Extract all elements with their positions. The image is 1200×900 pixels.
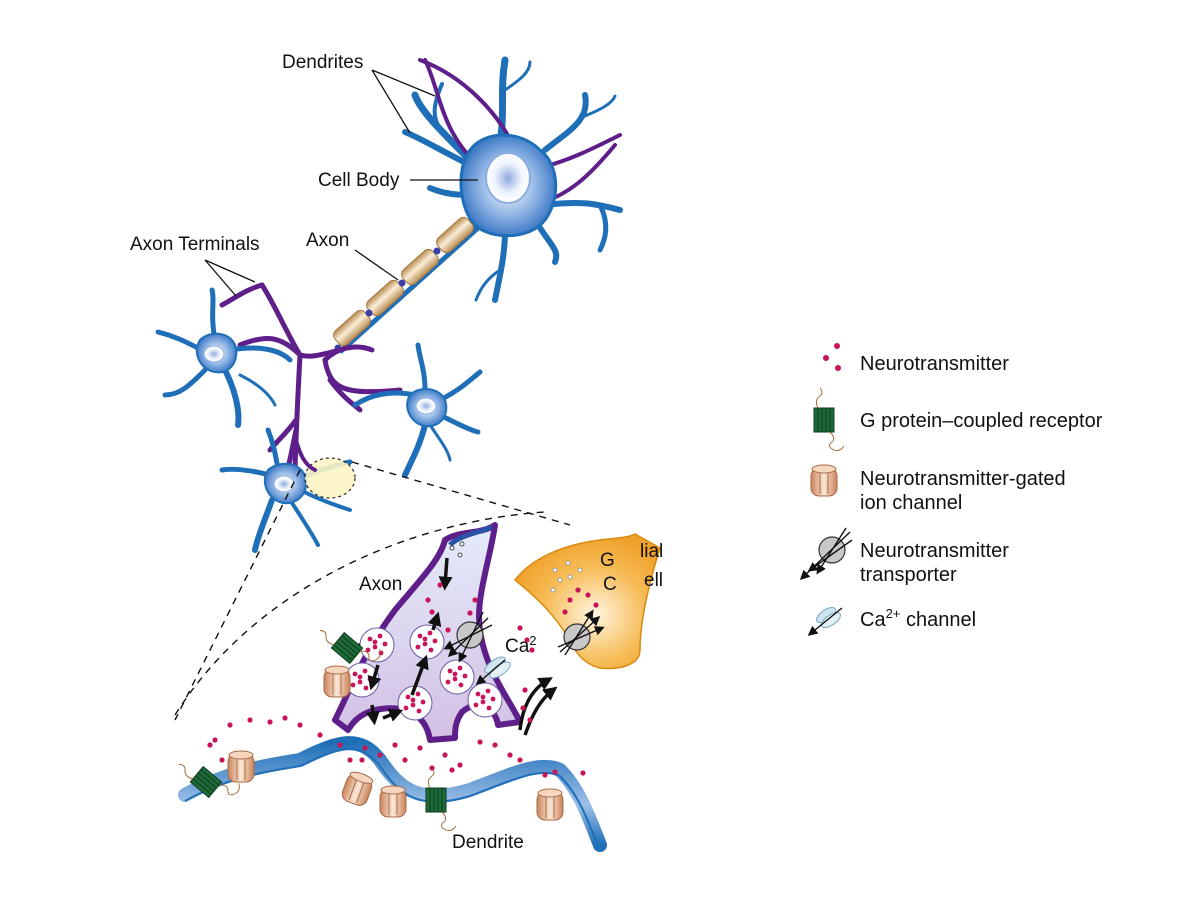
neurotransmitter-dot <box>520 705 526 711</box>
neurotransmitter-dot <box>580 770 586 776</box>
label-dendrite: Dendrite <box>452 832 524 853</box>
neurotransmitter-dot <box>562 609 568 615</box>
neurotransmitter-dot <box>522 687 528 693</box>
zoom-line-right <box>351 461 571 526</box>
neurotransmitter-dot <box>517 625 523 631</box>
neurotransmitter-dot <box>227 722 233 728</box>
synapse-highlight <box>304 457 356 499</box>
transporter-glial <box>557 609 605 656</box>
neurotransmitter-dot <box>593 602 599 608</box>
neurotransmitter-dot <box>359 757 365 763</box>
svg-text:ion channel: ion channel <box>860 492 962 514</box>
neurotransmitter-dot <box>567 597 573 603</box>
label-glial-c: C <box>603 574 617 595</box>
neurotransmitter-dot <box>267 719 273 725</box>
neurotransmitter-dot <box>429 765 435 771</box>
legend-item-transporter: Neurotransmitter transporter <box>799 527 1009 586</box>
neurotransmitter-dot <box>542 772 548 778</box>
neurotransmitter-dot <box>377 752 383 758</box>
svg-text:Neurotransmitter: Neurotransmitter <box>860 540 1009 562</box>
neurotransmitter-dot <box>429 609 435 615</box>
neurotransmitter-icon <box>823 343 841 371</box>
label-cell-body: Cell Body <box>318 170 400 191</box>
ion-channel-dendrite-2 <box>339 769 376 809</box>
neurotransmitter-dot <box>337 742 343 748</box>
neurotransmitter-dot <box>297 722 303 728</box>
neurotransmitter-dot <box>477 739 483 745</box>
neuron-right <box>352 342 483 478</box>
neurotransmitter-cloud <box>207 582 599 778</box>
axon-terminal-branches <box>219 282 403 473</box>
presynaptic-axon-terminal <box>332 522 558 743</box>
neurotransmitter-dot <box>392 742 398 748</box>
neurotransmitter-dot <box>467 610 473 616</box>
neurotransmitter-dot <box>457 762 463 768</box>
svg-text:transporter: transporter <box>860 564 957 586</box>
neurotransmitter-dot <box>207 742 213 748</box>
neurotransmitter-dot <box>347 757 353 763</box>
neurotransmitter-dot <box>517 757 523 763</box>
svg-text:G protein–coupled receptor: G protein–coupled receptor <box>860 410 1103 432</box>
neurotransmitter-dot <box>282 715 288 721</box>
ion-channel-dendrite-1 <box>227 750 255 783</box>
label-calcium: Ca2 <box>505 633 537 657</box>
neurotransmitter-dot <box>445 627 451 633</box>
label-axon-terminals: Axon Terminals <box>130 234 260 255</box>
neurotransmitter-dot <box>442 752 448 758</box>
labels: Dendrites Cell Body Axon Axon Terminals … <box>130 52 663 853</box>
label-glial-ell: ell <box>644 570 663 591</box>
neurotransmitter-transporter-icon <box>799 527 853 581</box>
legend-item-ion-channel: Neurotransmitter-gated ion channel <box>810 464 1066 514</box>
g-protein-coupled-receptor-icon <box>813 387 845 451</box>
ion-channel-dendrite-4 <box>536 788 564 821</box>
neurotransmitter-dot <box>585 592 591 598</box>
label-synapse-axon: Axon <box>359 574 402 595</box>
legend-item-neurotransmitter: Neurotransmitter <box>823 343 1009 375</box>
neurotransmitter-dot <box>449 767 455 773</box>
ion-channel-dendrite-3 <box>379 785 407 818</box>
neurotransmitter-dot <box>527 717 533 723</box>
postsynaptic-dendrite <box>178 736 607 852</box>
legend-item-calcium-channel: Ca2+ channel <box>807 606 976 636</box>
neurotransmitter-dot <box>425 597 431 603</box>
neurotransmitter-dot <box>402 757 408 763</box>
neurotransmitter-dot <box>212 737 218 743</box>
calcium-channel <box>475 656 511 685</box>
svg-text:Ca2+ channel: Ca2+ channel <box>860 606 976 631</box>
label-dendrites: Dendrites <box>282 52 363 73</box>
label-glial-g: G <box>600 550 615 571</box>
transporter-presynaptic <box>443 611 493 663</box>
svg-text:Neurotransmitter-gated: Neurotransmitter-gated <box>860 468 1066 490</box>
legend-item-gpcr: G protein–coupled receptor <box>813 387 1103 451</box>
neurotransmitter-dot <box>317 732 323 738</box>
neuron-left <box>155 287 293 428</box>
neurotransmitter-dot <box>362 745 368 751</box>
neurotransmitter-dot <box>524 637 530 643</box>
neurotransmitter-dot <box>437 582 443 588</box>
neurotransmitter-dot <box>247 717 253 723</box>
neurotransmitter-gated-ion-channel-icon <box>810 464 838 497</box>
svg-text:Neurotransmitter: Neurotransmitter <box>860 353 1009 375</box>
myelinated-axon <box>333 216 480 354</box>
legend: Neurotransmitter G protein–coupled recep… <box>799 343 1103 636</box>
glial-cell <box>513 533 661 670</box>
zoom-line-left <box>174 469 301 721</box>
neurotransmitter-dot <box>507 752 513 758</box>
neurotransmitter-dot <box>529 647 535 653</box>
label-axon: Axon <box>306 230 349 251</box>
neurotransmitter-dot <box>575 587 581 593</box>
calcium-channel-icon <box>807 606 843 636</box>
label-glial-lial: lial <box>640 541 663 562</box>
ion-channel-presynaptic <box>323 665 351 698</box>
neurotransmitter-dot <box>417 745 423 751</box>
neurotransmitter-dot <box>472 597 478 603</box>
neurotransmitter-dot <box>492 742 498 748</box>
nucleus <box>485 152 531 204</box>
neurotransmitter-dot <box>219 757 225 763</box>
neurotransmitter-dot <box>552 769 558 775</box>
